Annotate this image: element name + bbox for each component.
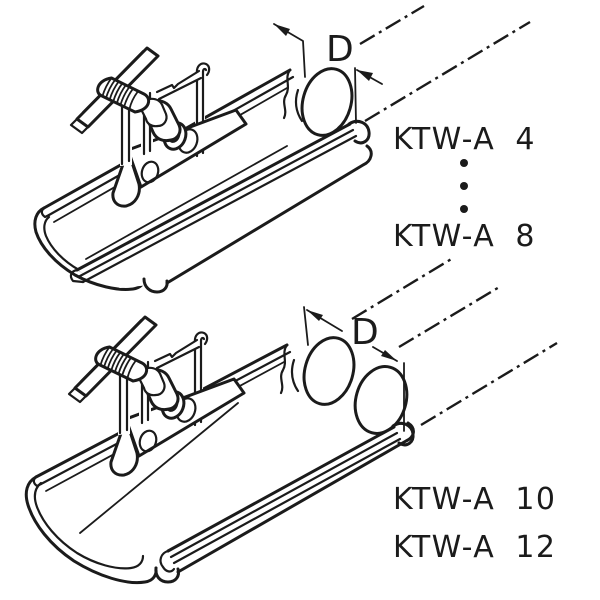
upper-inner-bottom-line: [85, 145, 288, 260]
lower-break-wave: [279, 343, 289, 395]
upper-cable-phantom-line-1: [359, 4, 425, 46]
lower-near-rail-3: [172, 437, 402, 565]
lower-dim-arrow-left: [307, 310, 323, 321]
lower-variant-first: KTW-A 10: [393, 482, 557, 517]
upper-variant-last: KTW-A 8: [393, 219, 536, 254]
lower-near-rail-left-cap: [159, 549, 176, 573]
lower-near-rail-2: [169, 431, 399, 559]
lower-cable-phantom-line-1: [351, 256, 454, 321]
upper-dimension-label: D: [326, 29, 354, 70]
lower-silhouette-cap: [154, 566, 180, 584]
upper-clamp: [69, 46, 248, 208]
lower-cable-right: [353, 365, 409, 435]
upper-near-rail-1: [75, 122, 352, 272]
lower-near-rail-end-bump: [391, 421, 415, 447]
ellipsis-dots: [460, 159, 468, 213]
upper-left-end-outer: [33, 206, 146, 291]
upper-near-rail-3: [81, 134, 358, 284]
upper-near-rail-2: [78, 128, 355, 278]
lower-dimension-label: D: [351, 312, 379, 353]
lower-cable-phantom-line-3: [420, 341, 558, 427]
lower-dim-arrow-right: [381, 350, 397, 361]
upper-cable-phantom-line-2: [364, 20, 531, 123]
upper-far-wall-scoop: [294, 88, 304, 123]
lower-left-end-outer: [24, 475, 158, 585]
lower-cable-phantom-line-2: [398, 284, 502, 349]
lower-clamp: [67, 315, 246, 477]
upper-bottom-silhouette: [165, 144, 373, 285]
upper-variant-first: KTW-A 4: [393, 122, 536, 157]
lower-left-end-inner: [33, 481, 145, 570]
lower-near-rail-1: [166, 425, 396, 553]
upper-assembly-drawing: D: [33, 4, 531, 294]
lower-variant-last: KTW-A 12: [393, 530, 557, 565]
lower-far-wall-scoop: [290, 358, 300, 393]
upper-cable: [300, 67, 354, 137]
ellipsis-dot-1: [460, 159, 468, 167]
lower-inner-bottom-line: [79, 402, 239, 534]
ellipsis-dot-2: [460, 182, 468, 190]
lower-dim-extension-left: [303, 306, 309, 346]
upper-dim-extension-right: [354, 67, 357, 124]
lower-assembly-drawing: D: [24, 256, 558, 585]
upper-silhouette-cap: [142, 277, 169, 294]
upper-dim-arrow-right: [357, 70, 373, 81]
upper-dim-arrow-left: [274, 24, 290, 36]
upper-break-wave: [282, 68, 292, 120]
lower-cable-left: [302, 336, 356, 406]
ellipsis-dot-3: [460, 205, 468, 213]
upper-near-rail-left-cap: [69, 268, 85, 284]
